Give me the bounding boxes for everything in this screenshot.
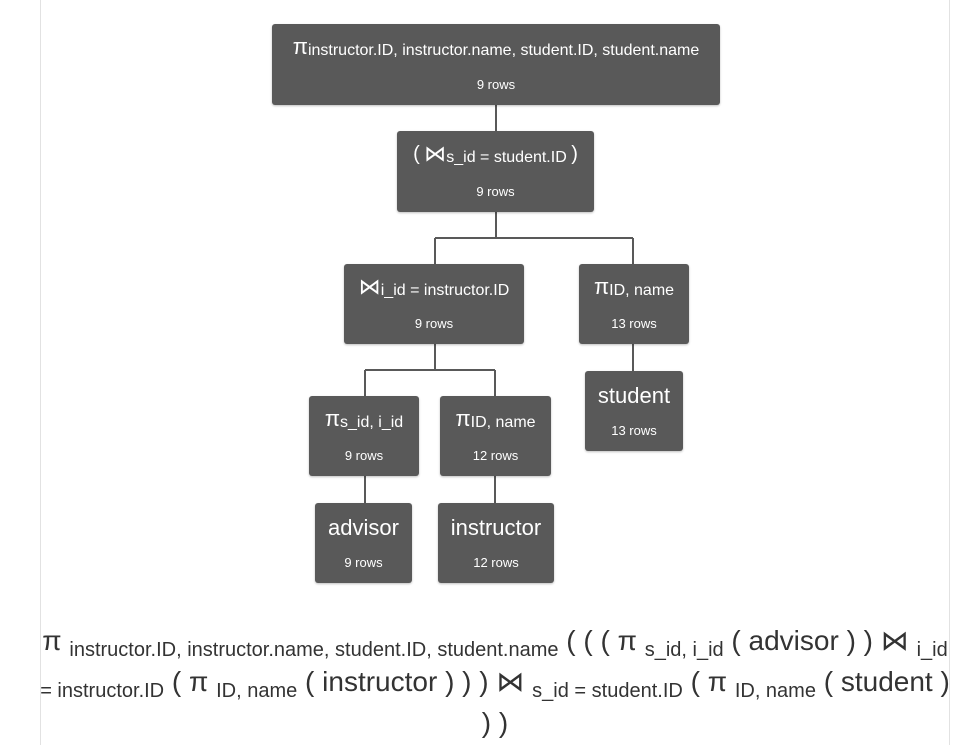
- formula-subscript: instructor.ID, instructor.name, student.…: [69, 639, 559, 661]
- formula-text: ( student ) ) ): [481, 666, 950, 738]
- projection-attributes: ID, name: [609, 282, 675, 299]
- formula-text: ( π: [682, 666, 728, 697]
- projection-attributes: s_id, i_id: [340, 414, 404, 431]
- node-projection-instructor[interactable]: πID, name 12 rows: [440, 396, 551, 476]
- relation-name: student: [597, 383, 671, 408]
- formula-projection-symbol: π: [42, 625, 62, 656]
- formula-subscript: ID, name: [216, 680, 298, 702]
- join-operator-symbol: ⋈: [424, 141, 447, 166]
- node-relation-student[interactable]: student 13 rows: [585, 371, 683, 451]
- formula-text: ( instructor ) ) ) ⋈: [297, 666, 525, 697]
- row-count: 9 rows: [344, 555, 383, 570]
- projection-operator-symbol: π: [324, 406, 341, 431]
- node-outer-join[interactable]: ( ⋈s_id = student.ID ) 9 rows: [397, 131, 594, 212]
- formula-text: ( ( ( π: [558, 625, 637, 656]
- row-count: 9 rows: [344, 448, 384, 463]
- row-count: 9 rows: [476, 184, 515, 199]
- row-count: 9 rows: [476, 77, 516, 92]
- node-root-projection[interactable]: πinstructor.ID, instructor.name, student…: [272, 24, 720, 105]
- formula-text: ( π: [164, 666, 209, 697]
- row-count: 12 rows: [472, 448, 519, 463]
- join-condition: s_id = student.ID: [446, 149, 567, 166]
- projection-attributes: instructor.ID, instructor.name, student.…: [307, 42, 700, 59]
- close-paren: ): [571, 143, 578, 165]
- projection-operator-symbol: π: [292, 34, 308, 59]
- formula-subscript: ID, name: [734, 680, 816, 702]
- node-projection-advisor[interactable]: πs_id, i_id 9 rows: [309, 396, 419, 476]
- node-projection-student[interactable]: πID, name 13 rows: [579, 264, 689, 344]
- join-operator-symbol: ⋈: [358, 274, 381, 299]
- projection-operator-symbol: π: [593, 274, 610, 299]
- open-paren: (: [413, 143, 420, 165]
- formula-subscript: i_id = instructor.ID: [40, 639, 948, 702]
- node-inner-join[interactable]: ⋈i_id = instructor.ID 9 rows: [344, 264, 524, 344]
- relation-name: advisor: [328, 515, 399, 540]
- row-count: 13 rows: [611, 423, 657, 438]
- relation-name: instructor: [450, 515, 542, 540]
- join-condition: i_id = instructor.ID: [380, 282, 510, 299]
- projection-operator-symbol: π: [455, 406, 471, 431]
- diagram-panel: [40, 0, 950, 745]
- row-count: 9 rows: [414, 316, 454, 331]
- formula-subscript: s_id, i_id: [644, 639, 724, 661]
- formula-text: ( advisor ) ) ⋈: [723, 625, 909, 656]
- projection-attributes: ID, name: [470, 414, 536, 431]
- node-relation-instructor[interactable]: instructor 12 rows: [438, 503, 554, 583]
- row-count: 12 rows: [473, 555, 519, 570]
- relational-algebra-expression: π instructor.ID, instructor.name, studen…: [40, 622, 950, 741]
- formula-subscript: s_id = student.ID: [532, 680, 683, 702]
- row-count: 13 rows: [611, 316, 657, 331]
- node-relation-advisor[interactable]: advisor 9 rows: [315, 503, 412, 583]
